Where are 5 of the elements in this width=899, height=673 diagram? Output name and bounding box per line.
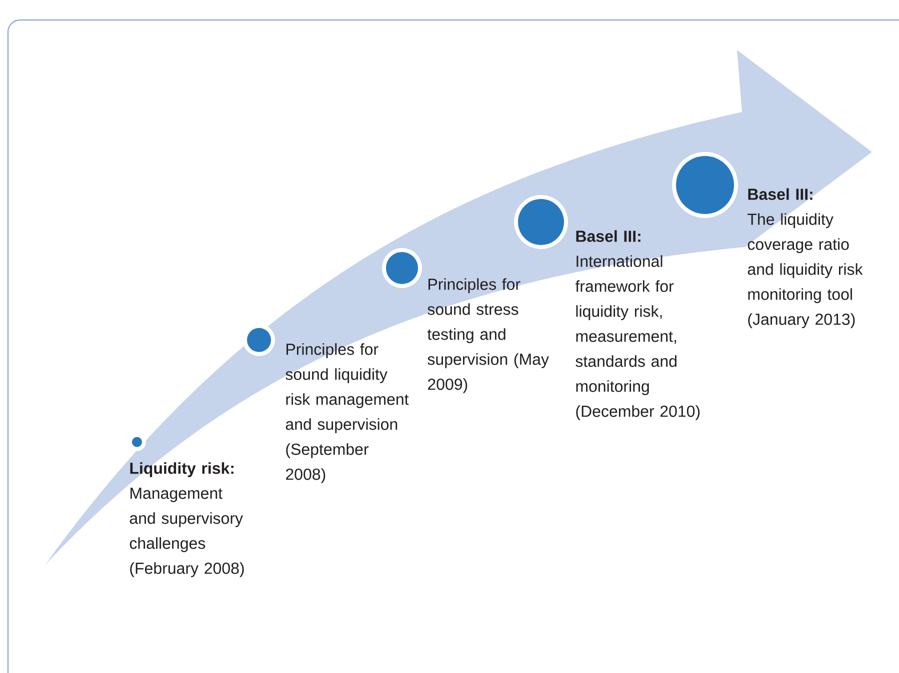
milestone-text: Liquidity risk: Management and supervisory challenges (February 2008) xyxy=(130,462,244,578)
milestone-text: Basel III: International framework for liquidity risk, measurement, standards and monitoring (December 2010) xyxy=(575,230,700,420)
milestone-text: Basel III: The liquidity coverage ratio and liquidity risk monitoring tool (January 2013) xyxy=(748,188,863,328)
milestone-text: Principles for sound stress testing and supervision (May 2009) xyxy=(427,278,549,394)
milestone-text: Principles for sound liquidity risk management and supervision (September 2008) xyxy=(286,343,409,484)
